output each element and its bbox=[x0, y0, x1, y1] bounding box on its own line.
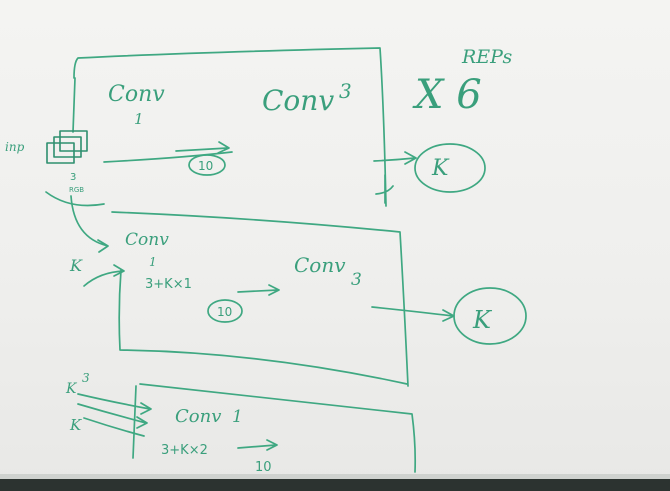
input-channels: 3 bbox=[70, 172, 76, 183]
block-1-left-edge bbox=[72, 77, 76, 133]
block-3-input-k-top: K bbox=[65, 381, 78, 397]
block-2-frame bbox=[111, 211, 409, 387]
block-2-output-circle bbox=[453, 287, 527, 345]
board-bottom-edge bbox=[0, 478, 670, 491]
input-type: RGB bbox=[69, 186, 84, 194]
block-2-input-formula: 3+K×1 bbox=[145, 277, 192, 292]
block-1-output-circle bbox=[414, 143, 486, 193]
block-2-skip-label: K bbox=[69, 256, 83, 275]
block-2-channels-circle bbox=[207, 299, 243, 323]
block-1: Conv 1 Conv 3 10 K bbox=[72, 47, 486, 207]
board-tray bbox=[0, 474, 670, 479]
repeat: X 6 REPs bbox=[412, 46, 512, 118]
block-3-conv-first-label: Conv bbox=[175, 406, 221, 427]
block-2-left-edge bbox=[118, 269, 408, 385]
input: inp 3 RGB bbox=[5, 130, 105, 207]
block-1-conv-second-num: 3 bbox=[339, 79, 352, 103]
block-1-conv-second-label: Conv bbox=[262, 84, 334, 117]
block-2-channel-arrow bbox=[237, 284, 280, 296]
block-1-frame bbox=[73, 47, 387, 207]
block-2-conv-first-label: Conv bbox=[125, 230, 169, 250]
input-channel-front bbox=[46, 142, 75, 164]
block-2-conv-second-label: Conv bbox=[294, 253, 346, 277]
block-1-channels-value: 10 bbox=[198, 159, 213, 173]
block-1-flow-line bbox=[103, 151, 233, 163]
block-3-left-edge bbox=[132, 385, 137, 459]
block-3-input-arrow-2 bbox=[77, 403, 148, 429]
repeat-multiplier: X 6 bbox=[412, 72, 482, 118]
input-bracket bbox=[45, 191, 105, 207]
block-3-input-k-bottom: K bbox=[69, 416, 82, 434]
block-3-channel-arrow bbox=[237, 439, 278, 451]
block-2-conv-first-num: 1 bbox=[149, 255, 157, 269]
block-1-bottom-edge bbox=[375, 174, 394, 204]
block-2: K Conv 1 3+K×1 10 Conv 3 K bbox=[69, 195, 527, 387]
block-2-skip-arrow bbox=[83, 264, 125, 287]
block-3-input-arrow-1 bbox=[77, 393, 152, 415]
block-3: K 3 K Conv 1 3+K×2 10 bbox=[65, 371, 417, 475]
block-1-conv-first-label: Conv bbox=[108, 82, 165, 107]
block-2-channels-value: 10 bbox=[217, 305, 232, 319]
block-2-conv-second-num: 3 bbox=[351, 270, 362, 290]
block-2-output-label: K bbox=[472, 306, 493, 334]
block-1-output-arrow bbox=[373, 151, 417, 165]
block-3-frame bbox=[139, 383, 417, 473]
block-2-output-arrow bbox=[371, 306, 455, 322]
block-3-input-formula: 3+K×2 bbox=[161, 443, 208, 458]
block-3-channels-value: 10 bbox=[255, 460, 272, 475]
repeat-label: REPs bbox=[461, 46, 512, 68]
block-3-input-k-sup: 3 bbox=[82, 371, 90, 385]
block-1-conv-first-num: 1 bbox=[134, 110, 144, 128]
block-3-input-arrow-3 bbox=[83, 417, 145, 437]
block-1-channel-arrow bbox=[175, 141, 230, 154]
block-1-channels-circle bbox=[188, 154, 226, 176]
block-3-conv-first-num: 1 bbox=[232, 407, 243, 427]
input-channel-mid bbox=[53, 136, 82, 158]
block-2-input-arrow bbox=[70, 195, 109, 253]
block-1-output-label: K bbox=[431, 156, 450, 181]
input-label: inp bbox=[5, 140, 25, 154]
